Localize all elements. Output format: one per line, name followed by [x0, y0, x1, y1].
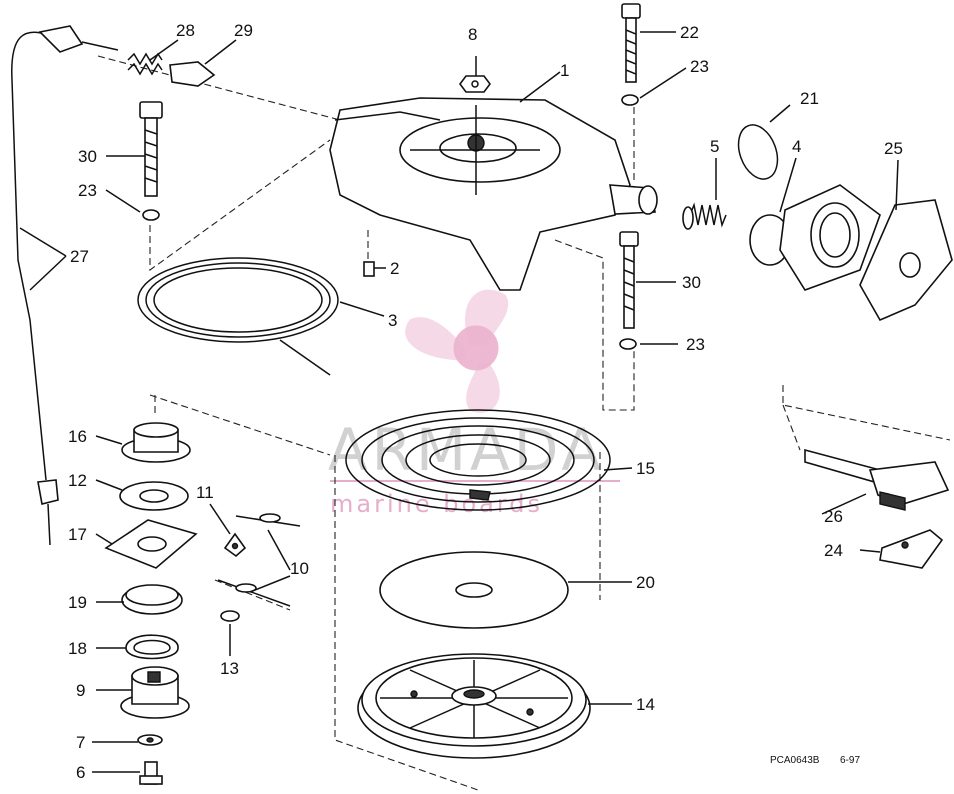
- callout-28: 28: [176, 21, 195, 40]
- propeller-icon: [405, 289, 509, 413]
- callout-8: 8: [468, 25, 477, 44]
- callout-10: 10: [290, 559, 309, 578]
- part-24-insert: [879, 529, 944, 569]
- callout-23-top: 23: [690, 57, 709, 76]
- callout-23-left: 23: [78, 181, 97, 200]
- callout-25: 25: [884, 139, 903, 158]
- part-9-hub: [120, 666, 190, 719]
- callout-22: 22: [680, 23, 699, 42]
- callout-7: 7: [76, 733, 85, 752]
- figure-date: 6-97: [840, 755, 860, 766]
- part-15-spring: [345, 409, 611, 511]
- part-27-cable: [11, 25, 119, 546]
- watermark-brand: ARMADA: [328, 416, 605, 484]
- callout-29: 29: [234, 21, 253, 40]
- callout-11: 11: [196, 483, 214, 502]
- part-12-washer: [119, 481, 189, 511]
- callout-15: 15: [636, 459, 655, 478]
- assembly-guide-lines: [97, 55, 951, 791]
- part-8-nut: [459, 75, 491, 93]
- part-19-ring: [121, 584, 183, 615]
- callout-5: 5: [710, 137, 719, 156]
- part-29-plunger: [169, 61, 216, 87]
- leader-lines: [19, 31, 899, 773]
- callout-16: 16: [68, 427, 87, 446]
- callout-27: 27: [70, 247, 89, 266]
- part-11-pawl: [223, 532, 247, 558]
- callout-24: 24: [824, 541, 843, 560]
- part-14-pulley: [357, 653, 591, 759]
- part-30-bolt-left: [139, 101, 163, 197]
- callout-30-left: 30: [78, 147, 97, 166]
- callout-21: 21: [800, 89, 819, 108]
- part-16-cup: [121, 422, 191, 463]
- part-26-handle: [804, 448, 950, 511]
- callout-13: 13: [220, 659, 239, 678]
- callout-labels: 1 8 2 3 21 5 4 25 22 23 30 23 30 23 27 2…: [68, 21, 903, 782]
- part-22-bolt: [621, 3, 641, 83]
- part-4-handle-guide: [749, 184, 881, 291]
- part-18-retainer: [125, 634, 179, 660]
- part-13-clip: [220, 610, 240, 622]
- figure-code: PCA0643B: [770, 755, 820, 766]
- callout-17: 17: [68, 525, 87, 544]
- callout-23-right: 23: [686, 335, 705, 354]
- callout-2: 2: [390, 259, 399, 278]
- part-1-housing: [329, 97, 658, 291]
- part-17-plate: [104, 519, 198, 569]
- part-21-clip: [737, 124, 779, 180]
- part-30-bolt-right: [619, 231, 639, 329]
- part-7-washer: [137, 734, 163, 746]
- part-2-screw: [363, 261, 375, 277]
- callout-12: 12: [68, 471, 87, 490]
- part-5-spring: [682, 202, 727, 230]
- callout-4: 4: [792, 137, 801, 156]
- part-23-washer-top: [621, 94, 639, 106]
- part-25-pad: [859, 199, 953, 322]
- part-6-screw: [139, 761, 163, 785]
- part-3-rope: [137, 257, 339, 376]
- callout-30-right: 30: [682, 273, 701, 292]
- callout-26: 26: [824, 507, 843, 526]
- part-28-spring: [127, 52, 163, 76]
- callout-18: 18: [68, 639, 87, 658]
- watermark-logo: ARMADA marine boards: [328, 289, 620, 518]
- callout-9: 9: [76, 681, 85, 700]
- callout-14: 14: [636, 695, 655, 714]
- part-23-washer-left: [142, 209, 160, 221]
- callout-1: 1: [560, 61, 569, 80]
- watermark-tagline: marine boards: [330, 490, 543, 518]
- callout-19: 19: [68, 593, 87, 612]
- callout-6: 6: [76, 763, 85, 782]
- part-23-washer-right: [619, 338, 637, 350]
- callout-20: 20: [636, 573, 655, 592]
- part-10-links: [217, 513, 301, 607]
- part-20-disc: [379, 551, 569, 629]
- callout-3: 3: [388, 311, 397, 330]
